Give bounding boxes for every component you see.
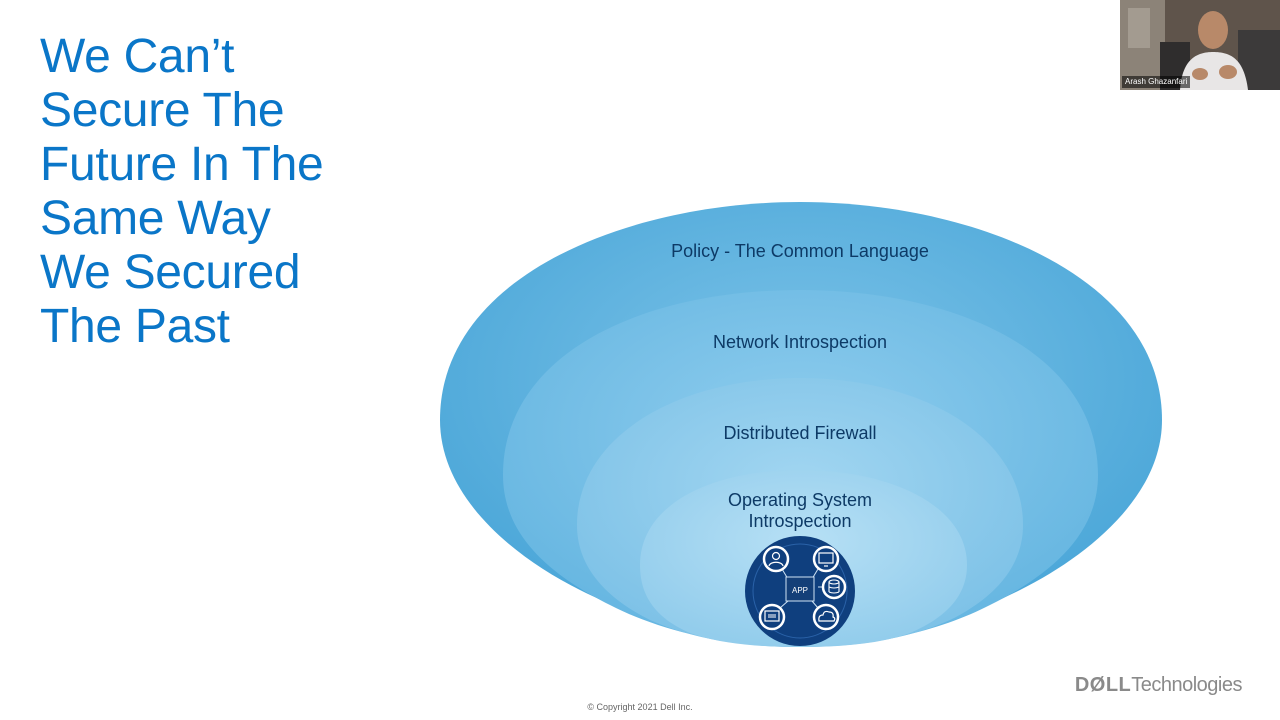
layer-label-os: Operating System Introspection (430, 490, 1170, 532)
database-icon (821, 574, 847, 600)
dell-technologies-logo: DØLLTechnologies (1074, 674, 1243, 697)
app-hub: APP (744, 535, 856, 647)
title-line: Same Way (40, 192, 271, 245)
layer-label-policy: Policy - The Common Language (671, 241, 929, 261)
app-hub-ring (752, 543, 848, 639)
laptop-icon (758, 603, 786, 631)
user-icon (762, 545, 790, 573)
layer-label-firewall: Distributed Firewall (723, 423, 877, 443)
layer-label-network: Network Introspection (712, 332, 888, 352)
title-line: The Past (40, 300, 230, 353)
app-box (785, 576, 815, 602)
participant-name: Arash Ghazanfari (1122, 76, 1191, 88)
brand-technologies: Technologies (1131, 674, 1242, 696)
brand-dell: DØLL (1074, 674, 1132, 696)
app-label: APP (792, 586, 808, 595)
monitor-icon (812, 545, 840, 573)
participant-video-feed (1120, 0, 1280, 90)
app-hub-graphic: APP (745, 536, 855, 646)
os-label-line: Operating System (727, 490, 873, 510)
copyright-notice: © Copyright 2021 Dell Inc. (587, 702, 693, 712)
slide-title: We Can’t Secure The Future In The Same W… (40, 30, 400, 354)
title-line: Future In The (40, 138, 324, 191)
title-line: We Secured (40, 246, 301, 299)
title-line: We Can’t (40, 30, 235, 83)
cloud-icon (812, 603, 840, 631)
title-line: Secure The (40, 84, 285, 137)
security-layers-diagram: Policy - The Common Language Network Int… (430, 195, 1170, 655)
participant-video-tile[interactable]: Arash Ghazanfari (1120, 0, 1280, 90)
os-label-line: Introspection (748, 511, 852, 531)
